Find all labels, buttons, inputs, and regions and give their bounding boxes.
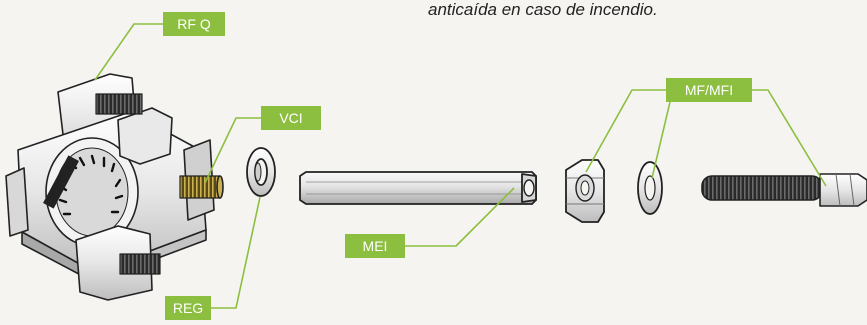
mfi-washer-part <box>637 161 663 215</box>
leader-rfq <box>94 23 163 81</box>
mei-label: MEI <box>345 234 405 258</box>
mf-nut-part <box>565 159 605 223</box>
leader-anchor <box>752 89 827 187</box>
leader-lines <box>94 23 827 309</box>
mf-mfi-label: MF/MFI <box>666 78 752 102</box>
rfq-clamp-part <box>5 73 224 301</box>
leader-vci <box>204 117 261 184</box>
leader-mei <box>405 187 515 247</box>
reg-washer-part <box>246 147 276 197</box>
rfq-label: RF Q <box>163 12 225 36</box>
leader-mfi <box>651 101 671 179</box>
caption-text: anticaída en caso de incendio. <box>428 0 658 19</box>
mei-hex-rod-part <box>299 171 537 205</box>
leader-mf <box>585 89 666 173</box>
threaded-anchor-part <box>701 173 867 207</box>
reg-label: REG <box>165 296 211 320</box>
vci-label: VCI <box>261 106 321 130</box>
leader-reg <box>211 196 261 309</box>
